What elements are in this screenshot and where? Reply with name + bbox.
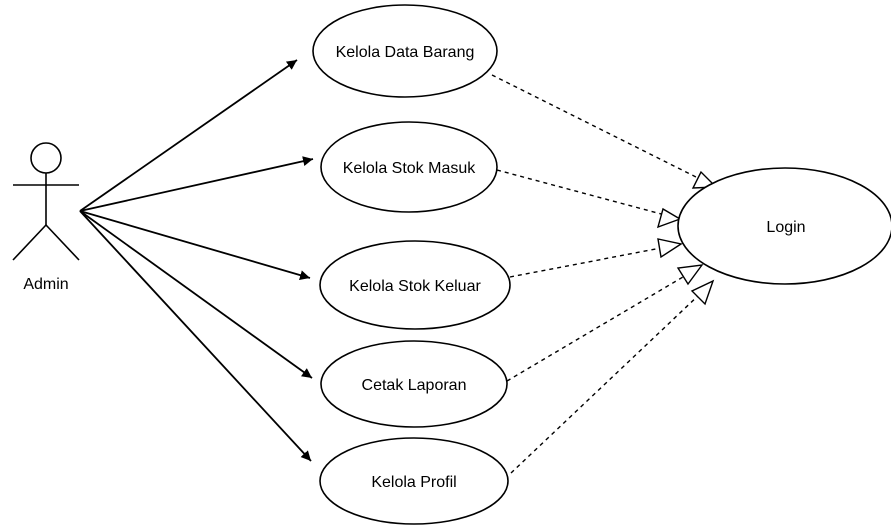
use-case-ellipse (320, 121, 498, 213)
dependency-uc1 (491, 74, 703, 181)
dependency-uc4 (506, 273, 689, 382)
use-case-label: Kelola Profil (371, 474, 456, 491)
use-case-label: Kelola Stok Keluar (349, 278, 481, 295)
use-case-label: Kelola Stok Masuk (343, 160, 477, 177)
use-case-uc5[interactable]: Kelola Profil (319, 437, 509, 525)
dependency-uc2 (496, 169, 666, 216)
association-uc2 (79, 156, 314, 212)
association-uc1 (79, 59, 298, 212)
dependencies (491, 74, 718, 474)
dependency-uc5-head (690, 279, 715, 306)
use-case-login[interactable]: Login (677, 167, 891, 285)
use-case-label: Kelola Data Barang (336, 44, 475, 61)
actor-label: Admin (23, 276, 68, 293)
dependency-uc5 (510, 292, 702, 474)
use-case-ellipse (312, 4, 498, 98)
actor-admin: Admin (12, 142, 80, 293)
use-case-uc3[interactable]: Kelola Stok Keluar (319, 240, 511, 330)
dependency-uc3 (509, 246, 667, 278)
dependency-uc4-head (676, 264, 704, 286)
use-case-label: Cetak Laporan (362, 377, 467, 394)
actor-right-leg (45, 224, 80, 261)
dependency-uc3-head (657, 238, 683, 259)
use-case-uc1[interactable]: Kelola Data Barang (312, 4, 498, 98)
use-case-uc2[interactable]: Kelola Stok Masuk (320, 121, 498, 213)
use-case-uc4[interactable]: Cetak Laporan (320, 340, 508, 428)
use-case-ellipse (319, 437, 509, 525)
login-label: Login (766, 219, 805, 236)
association-uc3 (79, 210, 311, 281)
actor-left-leg (12, 224, 47, 261)
actor-head (30, 142, 62, 174)
association-uc5 (79, 210, 312, 462)
dependency-uc2-head (656, 207, 682, 229)
use-case-ellipse (320, 340, 508, 428)
login-ellipse (677, 167, 891, 285)
associations (79, 59, 314, 462)
association-uc4 (79, 210, 313, 379)
use-case-ellipse (319, 240, 511, 330)
